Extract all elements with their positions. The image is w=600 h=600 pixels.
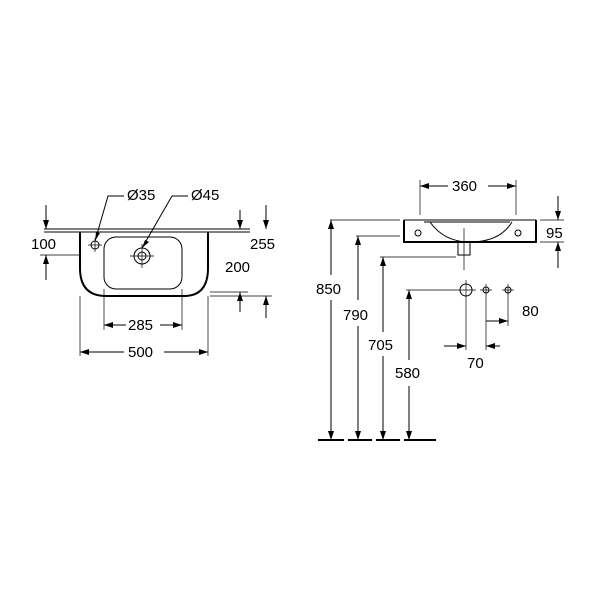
dim-790-label: 790 (343, 307, 368, 324)
dim-360-label: 360 (452, 178, 477, 195)
dim-705-label: 705 (368, 337, 393, 354)
dim-100-label: 100 (31, 236, 56, 253)
dim-80-label: 80 (522, 303, 539, 320)
basin-outline (79, 232, 209, 297)
dim-580-label: 580 (395, 365, 420, 382)
dim-95-label: 95 (546, 225, 563, 242)
dim-200-label: 200 (225, 259, 250, 276)
basin-top-view: Ø35 Ø45 100 255 200 285 (31, 187, 275, 361)
basin-bowl (103, 236, 183, 290)
tap-icon-right (514, 229, 522, 237)
dim-d45-label: Ø45 (191, 187, 219, 204)
dim-70-label: 70 (467, 355, 484, 372)
dim-285-label: 285 (128, 317, 153, 334)
tap-icon-left (414, 229, 422, 237)
dim-255-label: 255 (250, 236, 275, 253)
basin-side-view: 360 95 850 790 705 (316, 178, 564, 441)
basin-side-bowl-right (469, 221, 513, 243)
dim-850-label: 850 (316, 281, 341, 298)
dim-500-label: 500 (128, 344, 153, 361)
dim-d35-label: Ø35 (127, 187, 155, 204)
basin-side-bowl-left (429, 221, 471, 243)
d45-leader (141, 195, 188, 249)
d35-leader (94, 195, 124, 242)
